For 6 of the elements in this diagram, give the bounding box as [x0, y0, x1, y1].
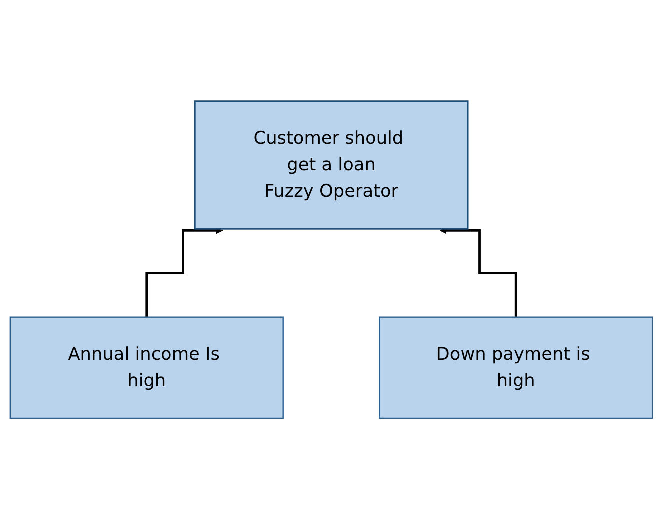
node-box — [10, 316, 284, 419]
flowchart-drawing: Customer should get a loan Fuzzy Operator Annual income Is high Down payment is high — [4, 94, 659, 424]
node-box — [379, 316, 654, 419]
arrow — [146, 226, 224, 318]
arrow — [440, 226, 518, 318]
node-box — [194, 100, 469, 230]
